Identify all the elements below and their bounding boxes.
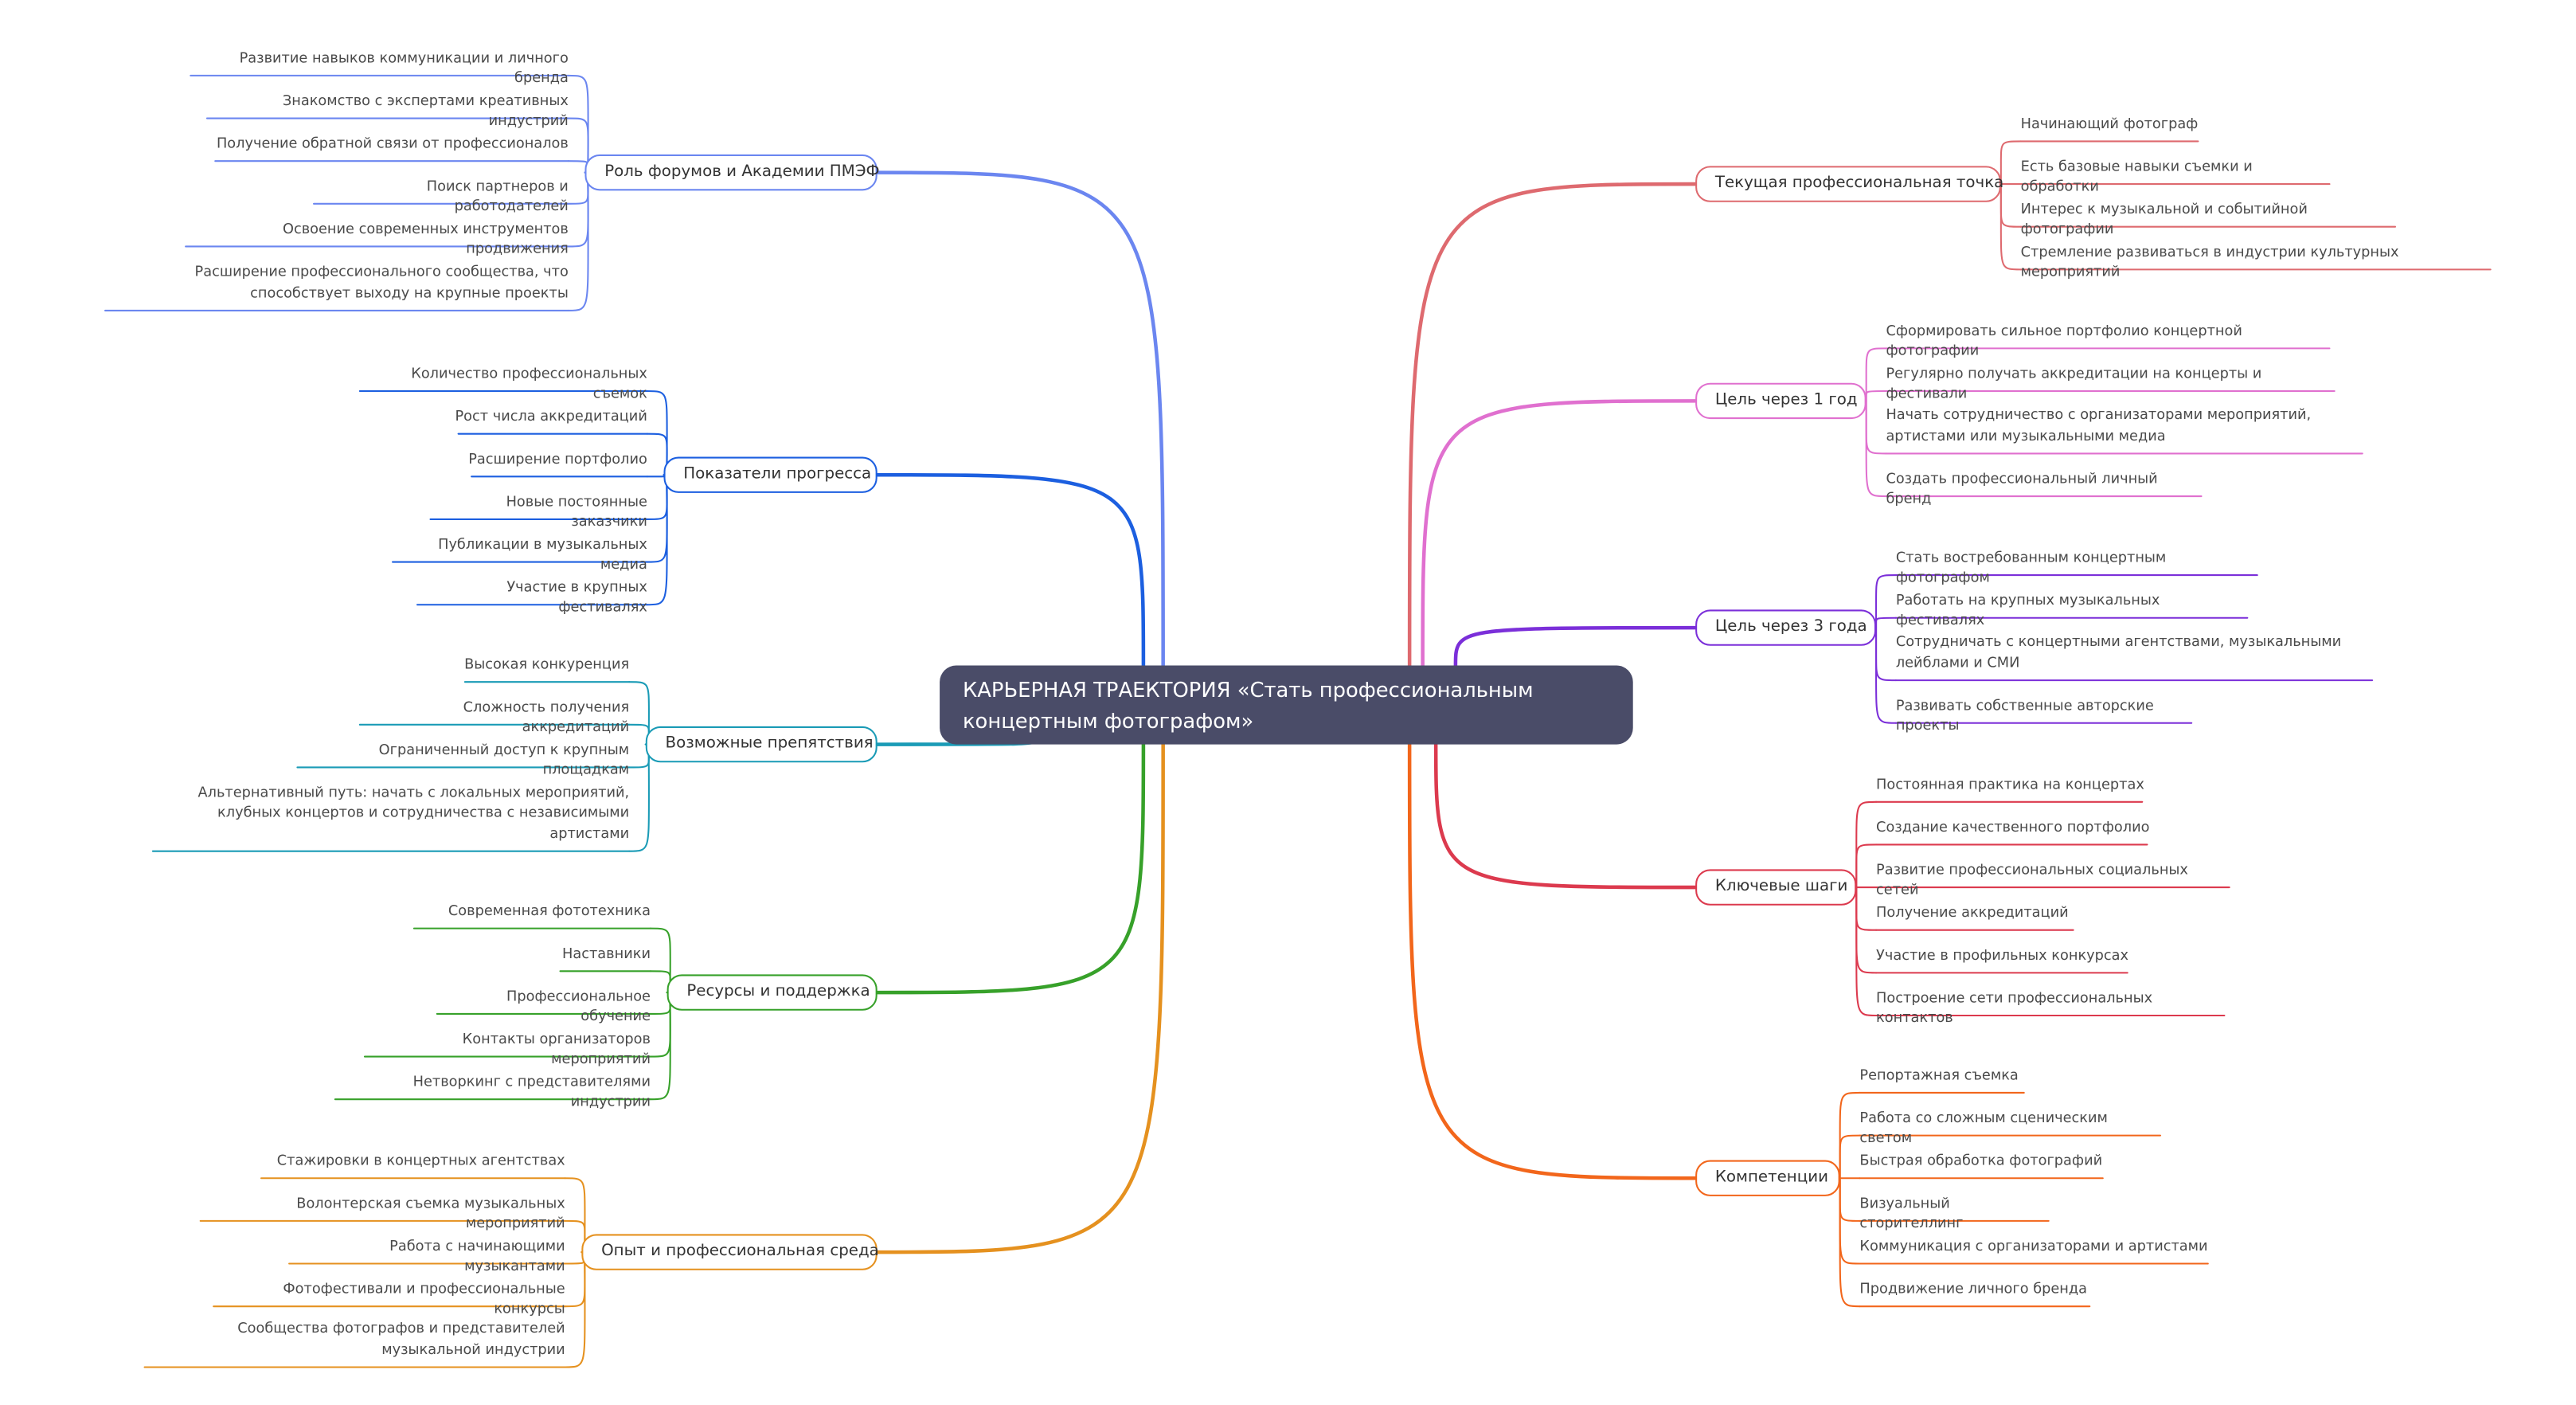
leaf-item[interactable]: Ограниченный доступ к крупным площадкам — [378, 742, 630, 779]
branch-node-b4[interactable]: Ресурсы и поддержка — [666, 974, 878, 1011]
leaf-item[interactable]: Контакты организаторов мероприятий — [462, 1031, 651, 1069]
branch-node-b1[interactable]: Роль форумов и Академии ПМЭФ — [584, 154, 880, 191]
branch-node-b5[interactable]: Опыт и профессиональная среда — [581, 1234, 879, 1270]
leaf-item[interactable]: Альтернативный путь: начать с локальных … — [197, 785, 630, 843]
leaf-connector — [1875, 616, 1897, 629]
leaf-connector — [1865, 347, 1887, 402]
leaf-connector — [1839, 1177, 1861, 1222]
leaf-connector — [1875, 627, 1897, 724]
leaf-connector — [564, 1251, 586, 1368]
leaf-connector — [1855, 843, 1878, 889]
leaf-item[interactable]: Построение сети профессиональных контакт… — [1876, 990, 2153, 1027]
leaf-item[interactable]: Рост числа аккредитаций — [455, 408, 647, 425]
leaf-item[interactable]: Поиск партнеров и работодателей — [426, 178, 569, 216]
central-topic[interactable]: КАРЬЕРНАЯ ТРАЕКТОРИЯ «Стать профессионал… — [940, 665, 1633, 745]
leaf-item[interactable]: Высокая конкуренция — [464, 656, 630, 673]
leaf-item[interactable]: Стажировки в концертных агентствах — [276, 1153, 565, 1169]
leaf-connector — [1875, 574, 1897, 629]
leaf-connector — [649, 992, 671, 1058]
leaf-item[interactable]: Знакомство с экспертами креативных индус… — [282, 92, 569, 130]
leaf-item[interactable]: Быстрая обработка фотографий — [1859, 1153, 2103, 1169]
leaf-item[interactable]: Сообщества фотографов и представителей м… — [237, 1321, 565, 1359]
leaf-item[interactable]: Расширение портфолио — [468, 451, 647, 468]
leaf-item[interactable]: Создание качественного портфолио — [1876, 819, 2150, 836]
leaf-item[interactable]: Получение обратной связи от профессионал… — [216, 135, 569, 152]
leaf-connector — [1865, 400, 1887, 498]
leaf-connector — [1839, 1134, 1861, 1180]
leaf-connector — [564, 1177, 586, 1254]
leaf-item[interactable]: Интерес к музыкальной и событийной фотог… — [2020, 201, 2308, 239]
leaf-item[interactable]: Есть базовые навыки съемки и обработки — [2020, 159, 2253, 196]
branch-node-b8[interactable]: Цель через 3 года — [1695, 609, 1877, 646]
leaf-item[interactable]: Участие в профильных конкурсах — [1876, 947, 2129, 965]
leaf-item[interactable]: Количество профессиональных съемок — [411, 366, 647, 403]
leaf-connector — [646, 474, 668, 606]
leaf-item[interactable]: Регулярно получать аккредитации на конце… — [1886, 366, 2262, 403]
leaf-item[interactable]: Освоение современных инструментов продви… — [283, 221, 569, 258]
leaf-item[interactable]: Публикации в музыкальных медиа — [438, 536, 647, 574]
branch-connector — [875, 472, 1146, 667]
leaf-item[interactable]: Работать на крупных музыкальных фестивал… — [1895, 592, 2160, 630]
leaf-item[interactable]: Развивать собственные авторские проекты — [1895, 697, 2154, 735]
leaf-item[interactable]: Начинающий фотограф — [2020, 115, 2199, 133]
leaf-item[interactable]: Стремление развиваться в индустрии культ… — [2020, 244, 2399, 281]
leaf-connector — [567, 74, 589, 174]
branch-connector — [1407, 738, 1698, 1180]
leaf-item[interactable]: Волонтерская съемка музыкальных мероприя… — [296, 1195, 565, 1233]
leaf-item[interactable]: Новые постоянные заказчики — [506, 493, 647, 531]
branch-connector — [875, 738, 1146, 995]
leaf-item[interactable]: Стать востребованным концертным фотограф… — [1895, 550, 2167, 587]
branch-connector — [875, 170, 1165, 667]
branch-node-b6[interactable]: Текущая профессиональная точка — [1695, 166, 2003, 202]
branch-node-b10[interactable]: Компетенции — [1695, 1160, 1840, 1196]
leaf-connector — [628, 743, 650, 852]
leaf-item[interactable]: Визуальный сторителлинг — [1859, 1195, 1964, 1233]
leaf-item[interactable]: Профессиональное обучение — [506, 988, 651, 1026]
branch-node-b3[interactable]: Возможные препятствия — [645, 726, 878, 763]
branch-node-b7[interactable]: Цель через 1 год — [1695, 382, 1867, 420]
leaf-item[interactable]: Нетворкинг с представителями индустрии — [412, 1074, 651, 1111]
leaf-item[interactable]: Развитие навыков коммуникации и личного … — [239, 49, 569, 88]
branch-connector — [1421, 399, 1698, 667]
branch-node-b9[interactable]: Ключевые шаги — [1695, 869, 1857, 906]
leaf-connector — [567, 171, 589, 248]
leaf-connector — [649, 992, 671, 1101]
leaf-connector — [1865, 389, 1887, 402]
leaf-item[interactable]: Расширение профессионального сообщества,… — [194, 264, 569, 302]
leaf-connector — [1865, 400, 1887, 455]
leaf-connector — [1875, 627, 1897, 682]
leaf-item[interactable]: Современная фототехника — [448, 902, 651, 920]
branch-connector — [1433, 738, 1698, 890]
leaf-item[interactable]: Получение аккредитаций — [1876, 904, 2069, 922]
leaf-item[interactable]: Репортажная съемка — [1859, 1066, 2019, 1084]
leaf-item[interactable]: Сформировать сильное портфолио концертно… — [1886, 323, 2242, 360]
leaf-item[interactable]: Развитие профессиональных социальных сет… — [1876, 862, 2188, 899]
leaf-item[interactable]: Начать сотрудничество с организаторами м… — [1886, 407, 2312, 445]
leaf-item[interactable]: Продвижение личного бренда — [1859, 1281, 2088, 1297]
leaf-item[interactable]: Фотофестивали и профессиональные конкурс… — [283, 1281, 565, 1318]
leaf-item[interactable]: Постоянная практика на концертах — [1876, 776, 2144, 793]
leaf-item[interactable]: Работа с начинающими музыкантами — [389, 1238, 565, 1275]
leaf-connector — [1855, 886, 1878, 1017]
leaf-connector — [1855, 886, 1878, 931]
leaf-item[interactable]: Работа со сложным сценическим светом — [1859, 1110, 2108, 1148]
leaf-connector — [646, 389, 668, 476]
branch-connector — [1453, 625, 1698, 667]
leaf-item[interactable]: Коммуникация с организаторами и артистам… — [1859, 1238, 2208, 1255]
leaf-item[interactable]: Создать профессиональный личный бренд — [1886, 471, 2158, 508]
leaf-item[interactable]: Сложность получения аккредитаций — [463, 699, 630, 737]
leaf-item[interactable]: Наставники — [562, 945, 651, 962]
leaf-item[interactable]: Участие в крупных фестивалях — [506, 579, 647, 616]
branch-node-b2[interactable]: Показатели прогресса — [663, 456, 878, 493]
leaf-connector — [1839, 1177, 1861, 1308]
leaf-item[interactable]: Сотрудничать с концертными агентствами, … — [1895, 634, 2342, 671]
branch-connector — [1407, 182, 1698, 667]
branch-connector — [875, 738, 1165, 1254]
